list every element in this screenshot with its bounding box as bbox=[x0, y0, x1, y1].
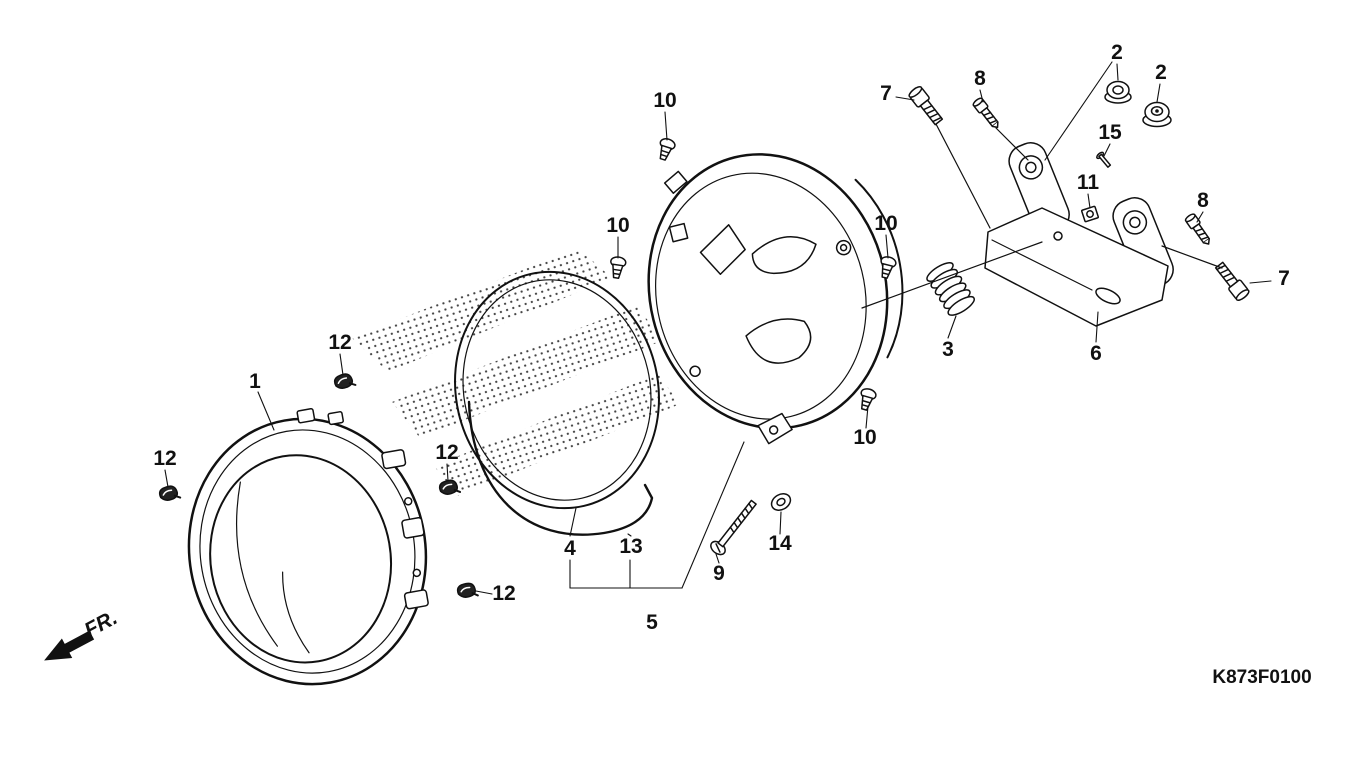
part-label-10b: 10 bbox=[606, 214, 629, 237]
mounting-bracket bbox=[984, 142, 1174, 327]
grommet-2-b bbox=[1142, 101, 1172, 128]
clip-12-a bbox=[333, 373, 357, 389]
part-label-6: 6 bbox=[1090, 342, 1102, 365]
diagram-code: K873F0100 bbox=[1212, 667, 1311, 688]
part-label-2b: 2 bbox=[1155, 61, 1167, 84]
part-label-12d: 12 bbox=[492, 582, 515, 605]
part-label-9: 9 bbox=[713, 562, 725, 585]
bolt-8-b bbox=[1184, 213, 1210, 245]
part-label-7b: 7 bbox=[1278, 267, 1290, 290]
part-label-5: 5 bbox=[646, 611, 658, 634]
retaining-ring bbox=[454, 270, 660, 510]
part-label-8b: 8 bbox=[1197, 189, 1209, 212]
screw-10-b bbox=[610, 256, 627, 279]
part-label-12a: 12 bbox=[328, 331, 351, 354]
leader-lines bbox=[164, 61, 1272, 595]
part-label-10a: 10 bbox=[653, 89, 676, 112]
part-label-13: 13 bbox=[619, 535, 642, 558]
headlight-unit bbox=[187, 408, 429, 686]
screw-10-c bbox=[880, 256, 897, 279]
fr-arrow: FR. bbox=[44, 606, 121, 661]
headlight-case bbox=[647, 153, 904, 445]
screw-10-a bbox=[659, 138, 676, 161]
bolt-7-b bbox=[1214, 261, 1250, 301]
part-label-3: 3 bbox=[942, 338, 954, 361]
clip-12-b bbox=[438, 479, 462, 495]
part-label-8a: 8 bbox=[974, 67, 986, 90]
part-label-14: 14 bbox=[768, 532, 792, 555]
part-label-7a: 7 bbox=[880, 82, 892, 105]
part-labels: 1 2 2 3 4 5 6 7 7 8 8 9 10 10 10 10 11 1… bbox=[153, 41, 1290, 634]
bolt-7-a bbox=[908, 86, 944, 126]
nut-11 bbox=[1080, 205, 1100, 223]
part-label-2a: 2 bbox=[1111, 41, 1123, 64]
part-label-1: 1 bbox=[249, 370, 261, 393]
part-label-10d: 10 bbox=[853, 426, 876, 449]
part-label-12b: 12 bbox=[435, 441, 458, 464]
washer-14 bbox=[770, 493, 792, 511]
pin-screw-15 bbox=[1096, 151, 1112, 168]
part-label-12c: 12 bbox=[153, 447, 176, 470]
bolt-8-a bbox=[972, 97, 999, 129]
long-screw-9 bbox=[710, 499, 757, 556]
clip-12-c bbox=[158, 485, 182, 501]
part-label-15: 15 bbox=[1098, 121, 1122, 144]
part-label-10c: 10 bbox=[874, 212, 897, 235]
part-label-4: 4 bbox=[564, 537, 576, 560]
part-label-11: 11 bbox=[1077, 171, 1100, 194]
clip-12-d bbox=[456, 582, 479, 598]
grommet-2-a bbox=[1104, 80, 1132, 104]
screw-10-d bbox=[860, 388, 877, 411]
halftone-pattern bbox=[352, 248, 680, 496]
coil-spring bbox=[926, 262, 975, 316]
